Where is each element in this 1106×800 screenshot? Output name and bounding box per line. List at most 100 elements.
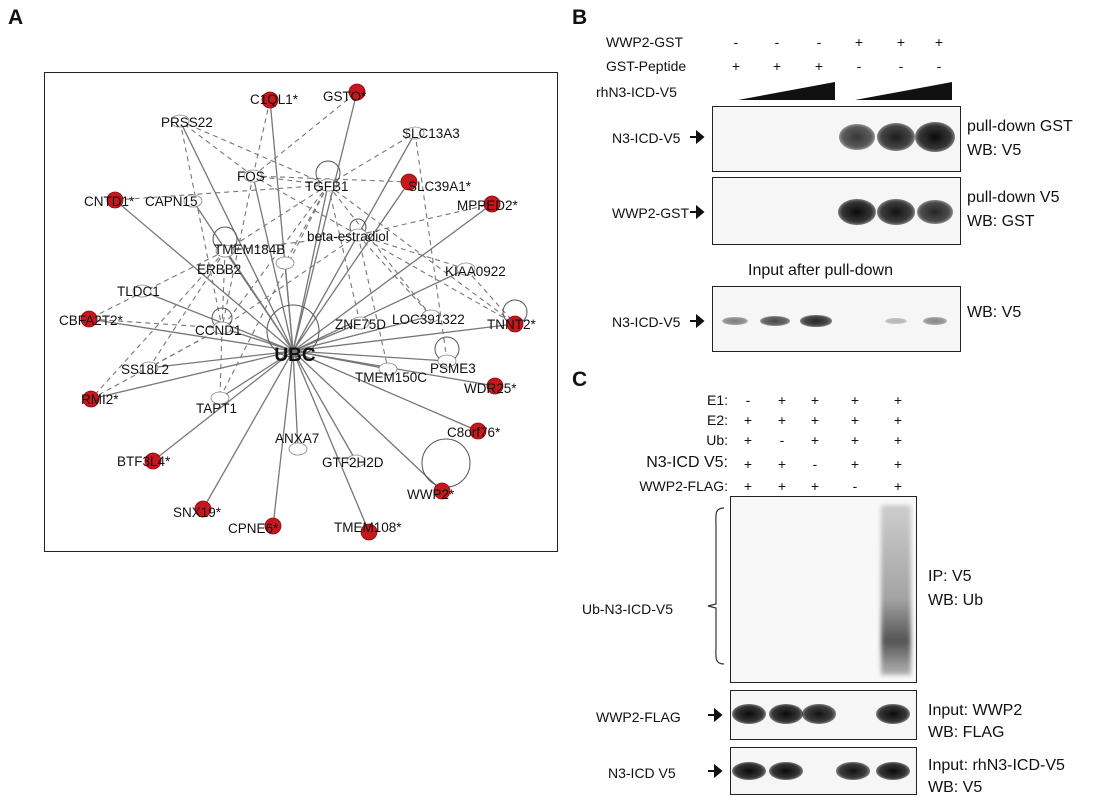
edge-erbb2-ccnd1	[218, 250, 226, 329]
b-mark-r0-c3: +	[854, 34, 864, 50]
b1-right-label-2: WB: V5	[967, 142, 1022, 159]
c-mark-r1-c3: +	[850, 412, 860, 428]
edge-fos-gst	[252, 91, 358, 177]
panel-c-label: C	[572, 368, 588, 391]
hub-node-ubc	[266, 304, 320, 358]
c3-arrow-icon	[708, 764, 723, 778]
node-label-slc13a3: SLC13A3	[402, 126, 460, 141]
node-tgfb1	[318, 178, 338, 192]
c-mark-r3-c1: +	[777, 456, 787, 472]
node-tmem150c	[378, 362, 398, 376]
c1-right-label-1: IP: V5	[928, 568, 972, 585]
edge-beta-estradiol-kiaa0922	[357, 234, 467, 271]
b2-band-lane-5	[877, 199, 915, 225]
node-gst	[348, 83, 366, 101]
edge-tgfb1-loc391322	[327, 184, 432, 317]
node-cpne6	[264, 517, 282, 535]
node-kiaa0922	[456, 262, 476, 276]
node-loc391322	[421, 309, 441, 323]
b-mark-r1-c5: -	[936, 58, 942, 74]
c3-band-lane-4	[836, 762, 870, 780]
b-row-wwp2-gst-label: WWP2-GST	[606, 34, 683, 50]
c-mark-r3-c2: -	[812, 456, 818, 472]
c-mark-r1-c0: +	[743, 412, 753, 428]
edge-ubc-c8orf76	[292, 350, 479, 432]
b-mark-r0-c0: -	[733, 34, 739, 50]
b1-arrow-icon	[690, 130, 705, 144]
node-tmem108	[360, 523, 378, 541]
edge-ubc-mpped2	[292, 203, 493, 352]
c3-right-label-2: WB: V5	[928, 779, 983, 796]
node-label-btf3l4: BTF3L4*	[117, 454, 171, 469]
node-label-c1ql1: C1QL1*	[250, 92, 299, 107]
node-gtf2h2d	[346, 454, 366, 468]
node-label-snx19: SNX19*	[173, 505, 222, 520]
edge-ubc-ccnd1	[221, 327, 294, 352]
c-mark-r0-c0: -	[745, 392, 751, 408]
wedge-gst-peptide	[738, 82, 835, 100]
node-snx19	[194, 500, 212, 518]
edge-erbb2-rmi2	[90, 250, 226, 400]
c-mark-r0-c1: +	[777, 392, 787, 408]
node-wwp2	[433, 482, 451, 500]
edge-prss22-ccnd1	[179, 120, 225, 329]
edge-ccnd1-cbfa2t2	[88, 316, 223, 329]
c-mark-r4-c4: +	[893, 478, 903, 494]
node-label-ccnd1: CCND1	[195, 323, 242, 338]
c-row-ub-label: Ub:	[706, 432, 728, 448]
node-label-cpne6: CPNE6*	[228, 521, 279, 536]
c2-band-lane-3	[802, 704, 836, 724]
node-label-tmem150c: TMEM150C	[355, 370, 427, 385]
c-mark-r4-c0: +	[743, 478, 753, 494]
node-label-cntd1: CNTD1*	[84, 194, 135, 209]
blot-c1	[730, 496, 917, 683]
c-row-wwp2-flag-label: WWP2-FLAG:	[639, 478, 728, 494]
c-mark-r1-c1: +	[777, 412, 787, 428]
b-mark-r1-c4: -	[898, 58, 904, 74]
c3-band-lane-5	[876, 762, 910, 780]
self-loop-wwp2	[421, 438, 471, 488]
edge-fos-slc39a1	[252, 175, 410, 186]
hub-label-ubc: UBC	[274, 345, 315, 366]
c2-band-lane-5	[876, 704, 910, 724]
b1-left-label: N3-ICD-V5	[612, 130, 681, 146]
edge-ubc-tmem108	[292, 350, 370, 533]
c-mark-r2-c1: -	[779, 432, 785, 448]
node-anxa7	[288, 442, 308, 456]
edge-tgfb1-tnnt2	[327, 184, 516, 325]
b2-right-label-1: pull-down V5	[967, 189, 1060, 206]
edge-ubc-gtf2h2d	[292, 350, 357, 462]
panel-b-label: B	[572, 6, 588, 29]
b-mark-r0-c5: +	[934, 34, 944, 50]
edge-ubc-tmem184b	[284, 262, 294, 352]
node-label-tmem108: TMEM108*	[334, 520, 402, 535]
node-label-ss18l2: SS18L2	[121, 362, 169, 377]
c-mark-r4-c1: +	[777, 478, 787, 494]
node-label-anxa7: ANXA7	[275, 431, 319, 446]
c-mark-r2-c0: +	[743, 432, 753, 448]
edge-tgfb1-tmem184b	[284, 184, 329, 264]
c-mark-r2-c4: +	[893, 432, 903, 448]
node-label-mpped2: MPPED2*	[457, 198, 519, 213]
edge-ubc-snx19	[202, 350, 294, 510]
node-label-beta-estradiol: beta-estradiol	[307, 229, 389, 244]
edge-ubc-tldc1	[141, 290, 294, 352]
edge-beta-estradiol-ccnd1	[221, 234, 359, 329]
c3-right-label-1: Input: rhN3-ICD-V5	[928, 757, 1065, 774]
blot-b1	[712, 106, 961, 172]
c-mark-r2-c2: +	[810, 432, 820, 448]
edge-beta-estradiol-tmem150c	[357, 234, 390, 370]
b-titration-label: rhN3-ICD-V5	[596, 84, 677, 100]
node-label-erbb2: ERBB2	[197, 262, 241, 277]
node-label-tnnt2: TNNT2*	[487, 317, 536, 332]
c-mark-r4-c3: -	[852, 478, 858, 494]
c2-band-lane-1	[732, 704, 766, 724]
c3-band-lane-2	[769, 762, 803, 780]
b1-band-lane-4	[839, 123, 875, 151]
node-label-wwp2: WWP2*	[407, 487, 455, 502]
edge-ubc-anxa7	[292, 350, 299, 450]
b2-arrow-icon	[690, 205, 705, 219]
node-label-tldc1: TLDC1	[117, 284, 160, 299]
